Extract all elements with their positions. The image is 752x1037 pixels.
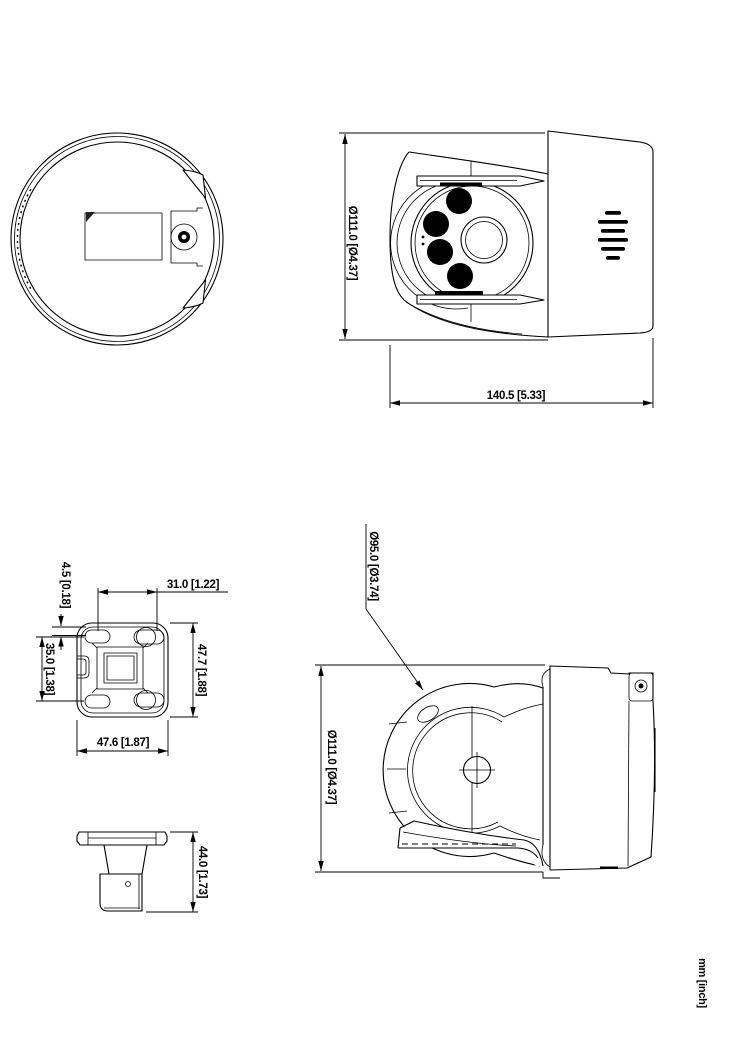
slot-pitch-horizontal-dimension: 31.0 [1.22] xyxy=(167,579,220,591)
lens-inner xyxy=(465,221,503,259)
bracket-side-view: 44.0 [1.73] xyxy=(76,831,208,913)
bracket-plate xyxy=(76,622,169,718)
camera-ball xyxy=(410,181,534,305)
bracket-top-dimensions: 4.5 [0.18] 31.0 [1.22] 35.0 [1.38] 47.7 … xyxy=(36,562,228,756)
cable-notch xyxy=(77,655,90,679)
bracket-plate-side xyxy=(76,831,168,846)
ir-led xyxy=(447,263,473,289)
camera-body-side xyxy=(549,665,656,871)
segment-ticks xyxy=(387,721,408,814)
base-outer-rim xyxy=(10,132,224,346)
camera-body xyxy=(547,130,654,338)
bracket-side-height-dimension: 44.0 [1.73] xyxy=(196,846,208,899)
front-height-dimension: Ø111.0 [Ø4.37] xyxy=(346,206,358,281)
foot-base xyxy=(398,847,539,859)
camera-side-view: Ø111.0 [Ø4.37] Ø95.0 [Ø3.74] xyxy=(315,524,670,879)
ir-led xyxy=(423,211,449,237)
side-height-dimension: Ø111.0 [Ø4.37] xyxy=(325,730,337,805)
corner-mark xyxy=(86,212,95,222)
base-inner-rim xyxy=(19,141,215,337)
front-view: Ø111.0 [Ø4.37] 140.5 [5.33] xyxy=(339,130,654,408)
bracket-width-dimension: 47.6 [1.87] xyxy=(97,737,150,749)
front-view-dimensions: Ø111.0 [Ø4.37] 140.5 [5.33] xyxy=(339,132,654,408)
bracket-stem xyxy=(103,844,148,875)
ir-led xyxy=(427,239,453,265)
bracket-foot xyxy=(99,873,143,912)
shroud-outer xyxy=(382,682,495,858)
side-view-dimensions: Ø111.0 [Ø4.37] Ø95.0 [Ø3.74] xyxy=(315,524,545,873)
knurl-marks xyxy=(16,188,32,290)
head-outline xyxy=(389,151,549,338)
screw-boss xyxy=(170,223,198,251)
mic-hole xyxy=(421,235,425,239)
mount-slot xyxy=(133,692,165,708)
bracket-height-dimension: 47.7 [1.88] xyxy=(195,644,207,697)
pin-hole xyxy=(125,881,131,887)
front-width-dimension: 140.5 [5.33] xyxy=(487,390,546,402)
mount-slot xyxy=(84,629,111,644)
body-bevel xyxy=(627,700,630,867)
foot-top xyxy=(399,820,525,841)
side-vent-hole xyxy=(417,705,439,723)
hinge-screw xyxy=(634,679,648,693)
bracket-top-view: 4.5 [0.18] 31.0 [1.22] 35.0 [1.38] 47.7 … xyxy=(36,562,228,756)
mic-hole xyxy=(421,242,425,246)
cable-window xyxy=(84,212,163,261)
base-bottom-view xyxy=(10,132,224,346)
head-top-curve xyxy=(408,151,549,175)
bracket-side-dimensions: 44.0 [1.73] xyxy=(146,831,208,913)
lens-outer xyxy=(460,216,508,264)
hinge-screw-block xyxy=(628,672,654,702)
latch-notch-top xyxy=(182,169,207,199)
latch-notch-bottom xyxy=(182,279,207,309)
slot-offset-dimension: 4.5 [0.18] xyxy=(59,562,71,609)
mount-slot xyxy=(84,694,111,709)
ir-led xyxy=(446,188,472,214)
hinge-block xyxy=(96,646,144,690)
mount-slot xyxy=(133,629,165,645)
head-diameter-dimension: Ø95.0 [Ø3.74] xyxy=(367,531,379,601)
slot-pitch-vertical-dimension: 35.0 [1.38] xyxy=(43,643,55,696)
units-note: mm [inch] xyxy=(696,958,708,1008)
speaker-grille xyxy=(598,211,628,260)
